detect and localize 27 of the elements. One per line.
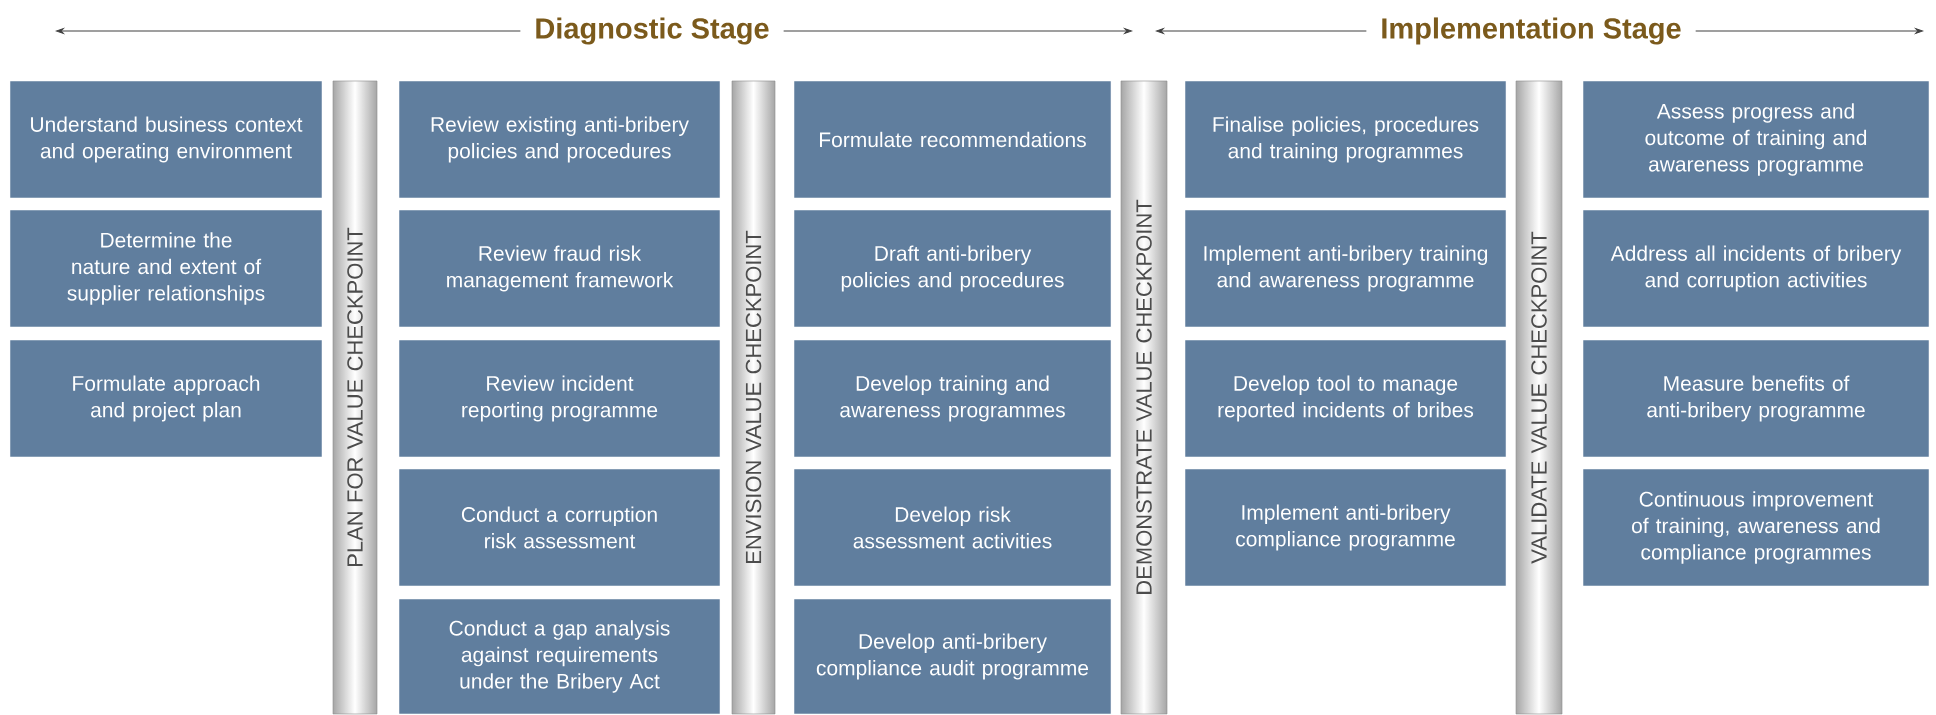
- step-box: Conduct a gap analysis against requirements under the Bribery Act: [398, 598, 721, 715]
- step-box: Implement anti-bribery training and awareness programme: [1184, 209, 1507, 328]
- step-box: Implement anti-bribery compliance programme: [1184, 468, 1507, 587]
- step-box: Develop training and awareness programmes: [793, 339, 1112, 458]
- step-box: Review existing anti-bribery policies and procedures: [398, 80, 721, 199]
- step-box: Develop risk assessment activities: [793, 468, 1112, 587]
- step-box: Understand business context and operating environment: [9, 80, 323, 199]
- step-box: Develop anti-bribery compliance audit programme: [793, 598, 1112, 715]
- checkpoint-bar: PLAN FOR VALUE CHECKPOINT: [332, 80, 378, 715]
- checkpoint-bar: DEMONSTRATE VALUE CHECKPOINT: [1120, 80, 1168, 715]
- step-box: Conduct a corruption risk assessment: [398, 468, 721, 587]
- step-box: Develop tool to manage reported incidents of bribes: [1184, 339, 1507, 458]
- step-box: Draft anti-bribery policies and procedures: [793, 209, 1112, 328]
- step-box: Review fraud risk management framework: [398, 209, 721, 328]
- step-box: Review incident reporting programme: [398, 339, 721, 458]
- step-box: Finalise policies, procedures and training programmes: [1184, 80, 1507, 199]
- step-box: Determine the nature and extent of supplier relationships: [9, 209, 323, 328]
- step-box: Continuous improvement of training, awareness and compliance programmes: [1582, 468, 1930, 587]
- step-box: Assess progress and outcome of training and awareness programme: [1582, 80, 1930, 199]
- stage-heading: Diagnostic Stage: [520, 15, 784, 47]
- step-box: Formulate approach and project plan: [9, 339, 323, 458]
- step-box: Address all incidents of bribery and corruption activities: [1582, 209, 1930, 328]
- step-box: Measure benefits of anti-bribery programme: [1582, 339, 1930, 458]
- checkpoint-bar: ENVISION VALUE CHECKPOINT: [731, 80, 776, 715]
- step-box: Formulate recommendations: [793, 80, 1112, 199]
- stage-heading: Implementation Stage: [1366, 15, 1696, 47]
- checkpoint-bar: VALIDATE VALUE CHECKPOINT: [1515, 80, 1563, 715]
